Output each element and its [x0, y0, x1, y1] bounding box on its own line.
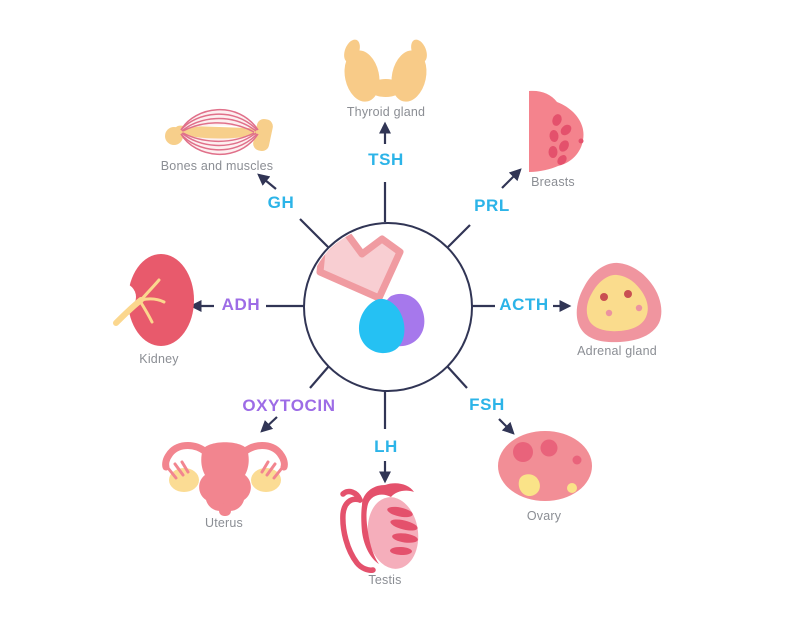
- hormone-label-tsh: TSH: [368, 150, 404, 169]
- organ-label-breasts: Breasts: [531, 175, 575, 189]
- ray-oxytocin-arrow: [260, 416, 278, 433]
- ray-prl-line: [447, 224, 471, 248]
- ray-fsh-arrow: [498, 418, 515, 435]
- organ-label-testis: Testis: [368, 573, 402, 587]
- renal-vessels: [113, 278, 166, 326]
- hormone-label-prl: PRL: [474, 196, 510, 215]
- kidney-illustration: [108, 254, 194, 346]
- ray-fsh-line: [446, 365, 468, 389]
- bones-muscles-illustration: [165, 108, 273, 156]
- pituitary-gland-illustration: [303, 222, 473, 392]
- organ-label-adrenal: Adrenal gland: [577, 344, 657, 358]
- thyroid-illustration: [344, 39, 427, 102]
- hormone-label-oxytocin: OXYTOCIN: [242, 396, 336, 415]
- ray-gh-arrow: [257, 173, 277, 190]
- adrenal-gland-illustration: [576, 262, 662, 343]
- hormone-label-gh: GH: [267, 193, 295, 212]
- ovary-illustration: [498, 431, 592, 501]
- testis-duct: [340, 496, 376, 573]
- ray-gh-line: [299, 218, 329, 248]
- fimbriae: [166, 460, 284, 480]
- hormone-label-fsh: FSH: [469, 395, 505, 414]
- hormone-label-adh: ADH: [221, 295, 261, 314]
- hormone-rays: [189, 121, 572, 484]
- breast-illustration: [529, 90, 584, 172]
- ray-prl-arrow: [501, 168, 522, 189]
- ray-oxytocin-line: [309, 365, 330, 389]
- organ-label-bones: Bones and muscles: [160, 159, 274, 173]
- bone: [165, 118, 273, 152]
- testis-illustration: [340, 483, 419, 573]
- organ-label-kidney: Kidney: [139, 352, 179, 366]
- anterior-lobe: [358, 298, 405, 354]
- breast-lobules: [548, 114, 584, 165]
- organ-label-thyroid: Thyroid gland: [346, 105, 426, 119]
- hormone-label-acth: ACTH: [499, 295, 549, 314]
- uterus-illustration: [162, 442, 288, 516]
- hormone-label-lh: LH: [374, 437, 398, 456]
- muscle-fibers: [180, 108, 259, 156]
- organ-label-ovary: Ovary: [526, 509, 562, 523]
- organ-label-uterus: Uterus: [204, 516, 244, 530]
